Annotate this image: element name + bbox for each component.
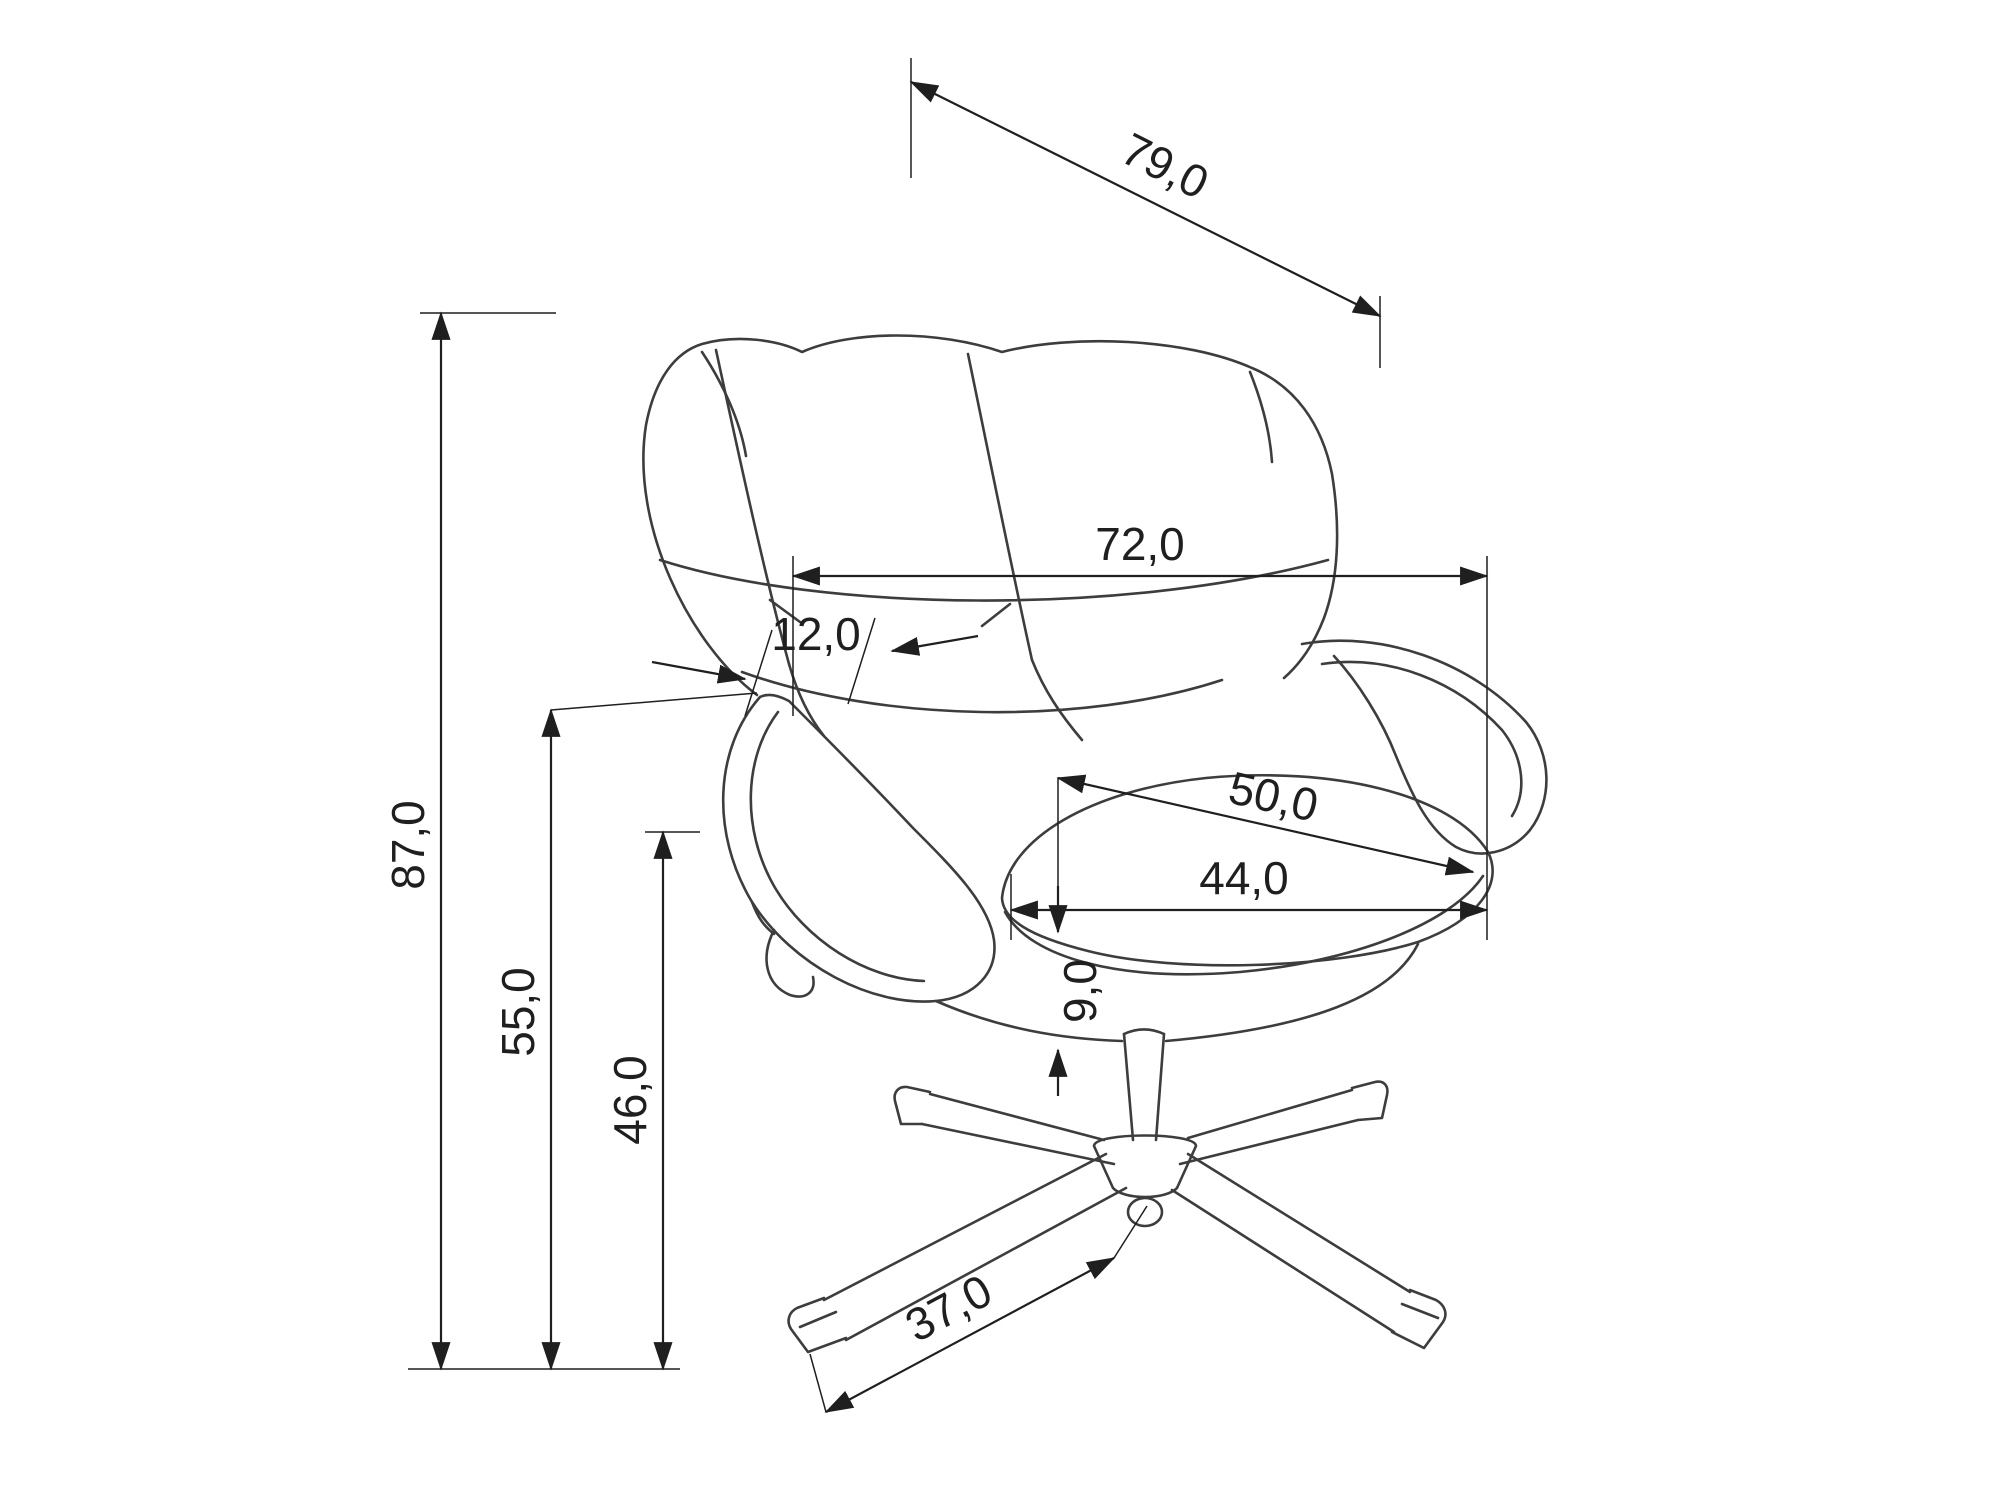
chair-back-seam-left-lower bbox=[787, 662, 826, 738]
dimension-annotations: 79,0 72,0 12,0 50,0 bbox=[382, 58, 1489, 1413]
dim-label-total-height: 87,0 bbox=[382, 800, 434, 890]
dim-base-leg-ext-right bbox=[1113, 1205, 1148, 1259]
foot-rear-left bbox=[893, 1085, 932, 1126]
dim-seat-depth-line bbox=[1056, 774, 1475, 876]
chair-back-outline bbox=[642, 334, 1339, 697]
dim-armrest-width: 12,0 bbox=[651, 608, 979, 717]
leg-front-right-bottom bbox=[1170, 1188, 1396, 1334]
leg-rear-left-bottom bbox=[920, 1122, 1116, 1166]
dim-label-total-depth: 79,0 bbox=[1114, 122, 1217, 209]
chair-shell-under-left bbox=[934, 999, 1124, 1043]
dim-armrest-width-ext-left bbox=[744, 629, 773, 717]
chair-base-hub bbox=[1092, 1134, 1198, 1199]
chair-back-seam-lower-curve bbox=[740, 670, 1224, 714]
dim-seat-width: 44,0 bbox=[1009, 852, 1489, 940]
chair-illustration bbox=[642, 334, 1548, 1354]
dim-total-height: 87,0 bbox=[382, 311, 680, 1371]
foot-front-left bbox=[787, 1296, 848, 1354]
foot-front-left-edge bbox=[798, 1310, 838, 1329]
chair-top-left-fold bbox=[700, 350, 748, 458]
foot-front-right-edge bbox=[1400, 1302, 1440, 1320]
dim-base-leg-line bbox=[824, 1257, 1116, 1413]
chair-shell-flap-inner bbox=[750, 900, 776, 936]
dim-base-leg: 37,0 bbox=[809, 1205, 1148, 1413]
chair-back-seam-right bbox=[966, 352, 1034, 662]
chair-column-left-edge bbox=[1122, 1032, 1135, 1142]
dim-armrest-height-leader bbox=[550, 692, 758, 711]
foot-front-right bbox=[1390, 1288, 1447, 1350]
chair-shell-flap-detail bbox=[765, 928, 815, 998]
dim-cushion-height: 9,0 bbox=[1048, 778, 1106, 1096]
dim-total-depth-line bbox=[909, 81, 1382, 317]
chair-shell-under-right bbox=[1164, 942, 1420, 1043]
chair-back-seam-left bbox=[714, 348, 791, 666]
dim-label-armrest-height: 55,0 bbox=[492, 967, 544, 1057]
dim-total-width: 72,0 bbox=[791, 518, 1489, 940]
dim-label-seat-width: 44,0 bbox=[1199, 852, 1289, 904]
chair-column-right-edge bbox=[1154, 1032, 1166, 1142]
dim-armrest-width-arrow-left bbox=[651, 660, 747, 684]
dim-base-leg-ext-left bbox=[809, 1353, 827, 1413]
chair-base-knob bbox=[1126, 1196, 1164, 1228]
dim-label-seat-height: 46,0 bbox=[604, 1055, 656, 1145]
dim-label-total-width: 72,0 bbox=[1095, 518, 1185, 570]
dim-label-base-leg: 37,0 bbox=[897, 1264, 1000, 1352]
dim-total-depth: 79,0 bbox=[909, 58, 1382, 368]
chair-base-legs bbox=[787, 1080, 1447, 1354]
chair-left-armrest-piping bbox=[749, 710, 926, 983]
chair-column-top-cap bbox=[1122, 1028, 1166, 1036]
leg-rear-right-top bbox=[1186, 1088, 1354, 1140]
chair-stitch-mark-left bbox=[768, 598, 802, 624]
chair-stitch-mark-right bbox=[980, 602, 1012, 628]
chair-left-armrest-outline bbox=[721, 693, 996, 1003]
foot-rear-right bbox=[1350, 1080, 1389, 1122]
dim-label-cushion-height: 9,0 bbox=[1054, 959, 1106, 1023]
chair-top-right-fold bbox=[1248, 370, 1274, 464]
dim-armrest-width-arrow-right bbox=[890, 634, 979, 656]
dim-seat-height: 46,0 bbox=[604, 830, 700, 1371]
chair-back-seam-horizontal bbox=[658, 558, 1330, 602]
leg-rear-right-bottom bbox=[1178, 1118, 1360, 1166]
leg-rear-left-top bbox=[928, 1092, 1106, 1142]
chair-right-wing-outline bbox=[1300, 639, 1548, 855]
dim-label-seat-depth: 50,0 bbox=[1224, 761, 1323, 832]
dim-label-armrest-width: 12,0 bbox=[771, 608, 861, 660]
dim-armrest-height: 55,0 bbox=[492, 692, 758, 1371]
leg-front-right-top bbox=[1186, 1152, 1412, 1294]
chair-right-wing-piping bbox=[1320, 660, 1523, 818]
chair-back-seam-right-lower bbox=[1030, 658, 1084, 742]
dim-armrest-width-ext-right bbox=[847, 617, 876, 705]
